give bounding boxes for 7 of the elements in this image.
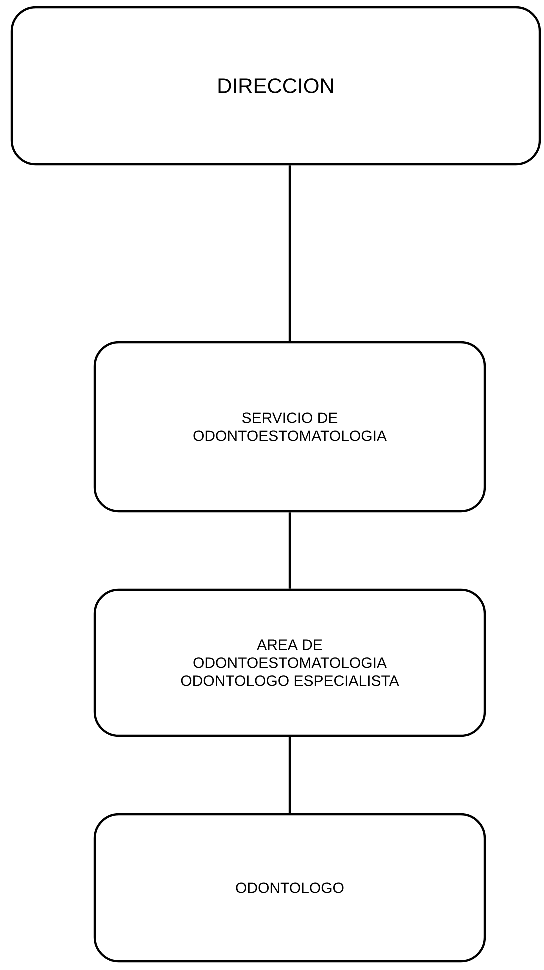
process-box: DIRECCION [10,6,542,166]
process-box: AREA DE ODONTOESTOMATOLOGIA ODONTOLOGO ESPECIALISTA [94,588,486,738]
connector-line [288,512,292,589]
connector-line [288,737,292,814]
process-box: ODONTOLOGO [94,813,486,963]
connector-line [288,166,292,342]
process-box: SERVICIO DE ODONTOESTOMATOLOGIA [94,341,486,513]
